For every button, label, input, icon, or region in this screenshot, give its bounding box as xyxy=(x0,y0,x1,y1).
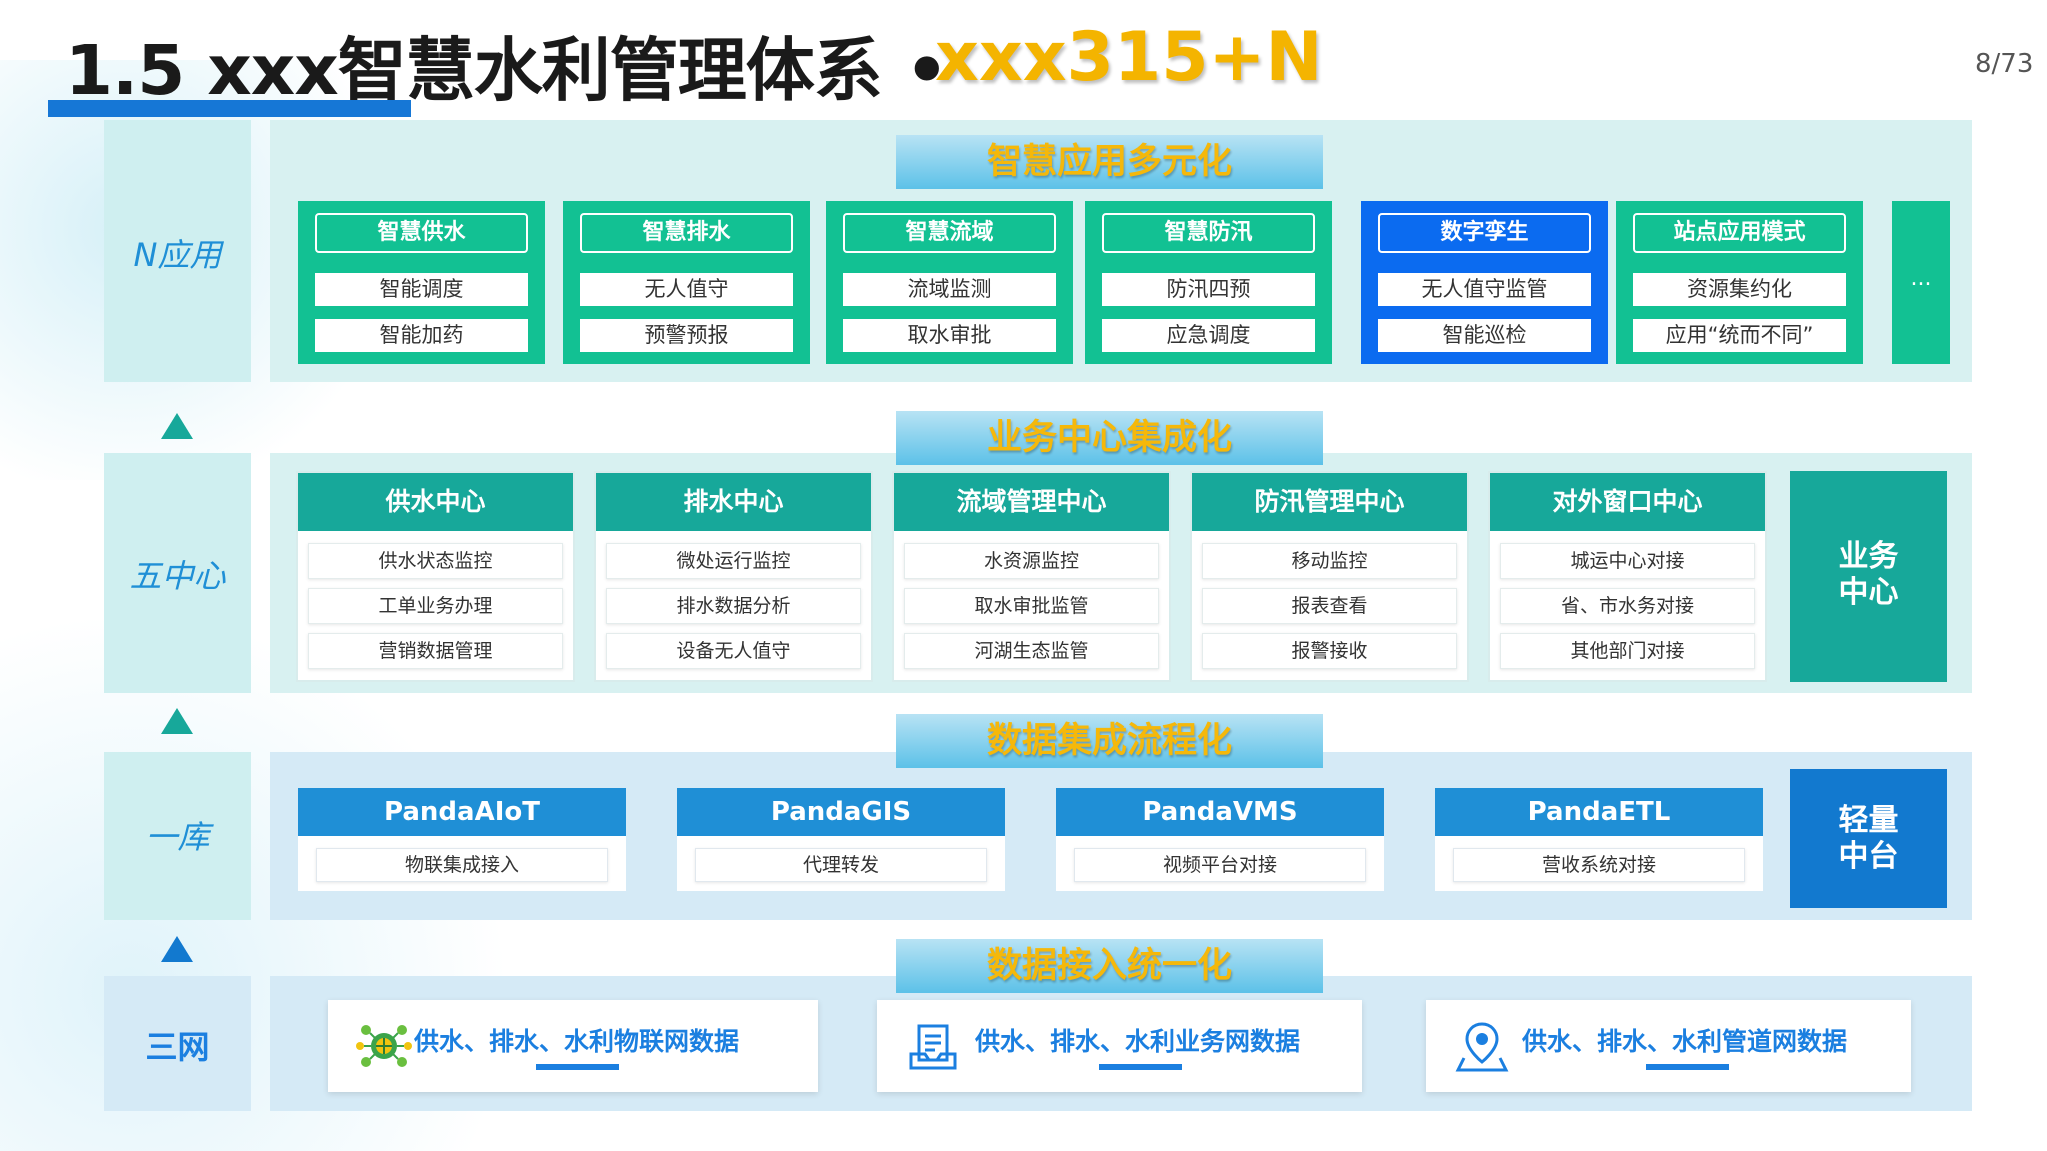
center-card-title: 排水中心 xyxy=(596,473,871,531)
center-card-title: 流域管理中心 xyxy=(894,473,1169,531)
app-card-item[interactable]: 取水审批 xyxy=(843,319,1056,352)
app-card-item[interactable]: 流域监测 xyxy=(843,273,1056,306)
center-card-title: 对外窗口中心 xyxy=(1490,473,1765,531)
app-card-station-app-mode[interactable]: 站点应用模式 资源集约化 应用“统而不同” xyxy=(1616,201,1863,364)
center-card-item[interactable]: 水资源监控 xyxy=(904,543,1159,579)
page-title: 1.5 xxx智慧水利管理体系 • xyxy=(65,31,949,111)
center-card-title: 防汛管理中心 xyxy=(1192,473,1467,531)
page-title-accent: xxx315+N xyxy=(935,18,1323,97)
app-card-item[interactable]: 应急调度 xyxy=(1102,319,1315,352)
center-card-item[interactable]: 工单业务办理 xyxy=(308,588,563,624)
section-title-n-app: 智慧应用多元化 xyxy=(896,135,1323,189)
section-title-three-networks: 数据接入统一化 xyxy=(896,939,1323,993)
up-arrow-icon xyxy=(161,413,193,439)
center-card-item[interactable]: 微处运行监控 xyxy=(606,543,861,579)
document-icon xyxy=(909,1024,957,1070)
library-card-title: PandaAIoT xyxy=(298,788,626,836)
business-center-block[interactable]: 业务 中心 xyxy=(1790,471,1947,682)
center-card-drainage[interactable]: 排水中心 微处运行监控 排水数据分析 设备无人值守 xyxy=(594,471,873,682)
middle-platform-block[interactable]: 轻量 中台 xyxy=(1790,769,1947,908)
middle-platform-line1: 轻量 xyxy=(1838,803,1899,838)
app-card-more[interactable]: ... xyxy=(1892,201,1950,364)
app-card-title: 智慧流域 xyxy=(843,213,1056,253)
up-arrow-icon xyxy=(161,708,193,734)
network-card-iot[interactable]: 供水、排水、水利物联网数据 xyxy=(328,1000,818,1092)
app-card-smart-flood-control[interactable]: 智慧防汛 防汛四预 应急调度 xyxy=(1085,201,1332,364)
network-card-pipeline[interactable]: 供水、排水、水利管道网数据 xyxy=(1426,1000,1911,1092)
app-card-item[interactable]: 防汛四预 xyxy=(1102,273,1315,306)
section-title-one-library: 数据集成流程化 xyxy=(896,714,1323,768)
section-title-five-centers: 业务中心集成化 xyxy=(896,411,1323,465)
app-card-smart-basin[interactable]: 智慧流域 流域监测 取水审批 xyxy=(826,201,1073,364)
center-card-item[interactable]: 取水审批监管 xyxy=(904,588,1159,624)
library-card-title: PandaVMS xyxy=(1056,788,1384,836)
row-label-box-three-networks: 三网 xyxy=(104,976,251,1111)
library-card-title: PandaGIS xyxy=(677,788,1005,836)
center-card-title: 供水中心 xyxy=(298,473,573,531)
app-card-smart-water-supply[interactable]: 智慧供水 智能调度 智能加药 xyxy=(298,201,545,364)
app-card-title: 数字孪生 xyxy=(1378,213,1591,253)
center-card-basin-management[interactable]: 流域管理中心 水资源监控 取水审批监管 河湖生态监管 xyxy=(892,471,1171,682)
center-card-item[interactable]: 省、市水务对接 xyxy=(1500,588,1755,624)
row-label-box-five-centers: 五中心 xyxy=(104,453,251,693)
app-card-digital-twin[interactable]: 数字孪生 无人值守监管 智能巡检 xyxy=(1361,201,1608,364)
row-label-box-one-library: 一库 xyxy=(104,752,251,920)
middle-platform-line2: 中台 xyxy=(1838,839,1899,874)
center-card-item[interactable]: 报表查看 xyxy=(1202,588,1457,624)
center-card-item[interactable]: 供水状态监控 xyxy=(308,543,563,579)
row-label-three-networks: 三网 xyxy=(145,1028,210,1066)
library-card-pandaetl[interactable]: PandaETL 营收系统对接 xyxy=(1433,786,1765,893)
app-card-item[interactable]: 预警预报 xyxy=(580,319,793,352)
app-card-item[interactable]: 资源集约化 xyxy=(1633,273,1846,306)
app-card-title: 智慧排水 xyxy=(580,213,793,253)
center-card-water-supply[interactable]: 供水中心 供水状态监控 工单业务办理 营销数据管理 xyxy=(296,471,575,682)
library-card-item[interactable]: 物联集成接入 xyxy=(316,848,608,882)
library-card-title: PandaETL xyxy=(1435,788,1763,836)
network-card-underline xyxy=(1099,1064,1182,1070)
network-card-business[interactable]: 供水、排水、水利业务网数据 xyxy=(877,1000,1362,1092)
library-card-item[interactable]: 视频平台对接 xyxy=(1074,848,1366,882)
app-card-item[interactable]: 无人值守 xyxy=(580,273,793,306)
center-card-item[interactable]: 设备无人值守 xyxy=(606,633,861,669)
center-card-item[interactable]: 城运中心对接 xyxy=(1500,543,1755,579)
app-card-item[interactable]: 智能巡检 xyxy=(1378,319,1591,352)
app-card-item[interactable]: 应用“统而不同” xyxy=(1633,319,1846,352)
center-card-flood-control[interactable]: 防汛管理中心 移动监控 报表查看 报警接收 xyxy=(1190,471,1469,682)
network-card-underline xyxy=(1646,1064,1729,1070)
title-underline-bar xyxy=(48,100,411,117)
network-card-underline xyxy=(536,1064,619,1070)
app-card-smart-drainage[interactable]: 智慧排水 无人值守 预警预报 xyxy=(563,201,810,364)
network-card-text: 供水、排水、水利物联网数据 xyxy=(414,1027,740,1056)
center-card-item[interactable]: 河湖生态监管 xyxy=(904,633,1159,669)
iot-network-icon xyxy=(356,1025,412,1067)
row-label-n-app: N应用 xyxy=(133,236,222,274)
app-card-item[interactable]: 无人值守监管 xyxy=(1378,273,1591,306)
up-arrow-icon xyxy=(161,936,193,962)
center-card-item[interactable]: 营销数据管理 xyxy=(308,633,563,669)
app-card-title: 智慧供水 xyxy=(315,213,528,253)
row-label-box-n-app: N应用 xyxy=(104,120,251,382)
row-label-five-centers: 五中心 xyxy=(129,557,226,595)
app-card-item[interactable]: 智能调度 xyxy=(315,273,528,306)
network-card-text: 供水、排水、水利业务网数据 xyxy=(975,1027,1301,1056)
library-card-pandaaiot[interactable]: PandaAIoT 物联集成接入 xyxy=(296,786,628,893)
center-card-item[interactable]: 排水数据分析 xyxy=(606,588,861,624)
business-center-line1: 业务 xyxy=(1838,539,1899,574)
center-card-item[interactable]: 其他部门对接 xyxy=(1500,633,1755,669)
center-card-external-window[interactable]: 对外窗口中心 城运中心对接 省、市水务对接 其他部门对接 xyxy=(1488,471,1767,682)
row-label-one-library: 一库 xyxy=(145,818,210,856)
library-card-pandavms[interactable]: PandaVMS 视频平台对接 xyxy=(1054,786,1386,893)
center-card-item[interactable]: 报警接收 xyxy=(1202,633,1457,669)
library-card-item[interactable]: 营收系统对接 xyxy=(1453,848,1745,882)
map-pin-icon xyxy=(1455,1022,1509,1072)
app-card-title: 智慧防汛 xyxy=(1102,213,1315,253)
page-number: 8/73 xyxy=(1975,49,2034,79)
network-card-text: 供水、排水、水利管道网数据 xyxy=(1522,1027,1848,1056)
library-card-item[interactable]: 代理转发 xyxy=(695,848,987,882)
business-center-line2: 中心 xyxy=(1838,575,1899,610)
library-card-pandagis[interactable]: PandaGIS 代理转发 xyxy=(675,786,1007,893)
center-card-item[interactable]: 移动监控 xyxy=(1202,543,1457,579)
app-card-title: 站点应用模式 xyxy=(1633,213,1846,253)
app-card-item[interactable]: 智能加药 xyxy=(315,319,528,352)
